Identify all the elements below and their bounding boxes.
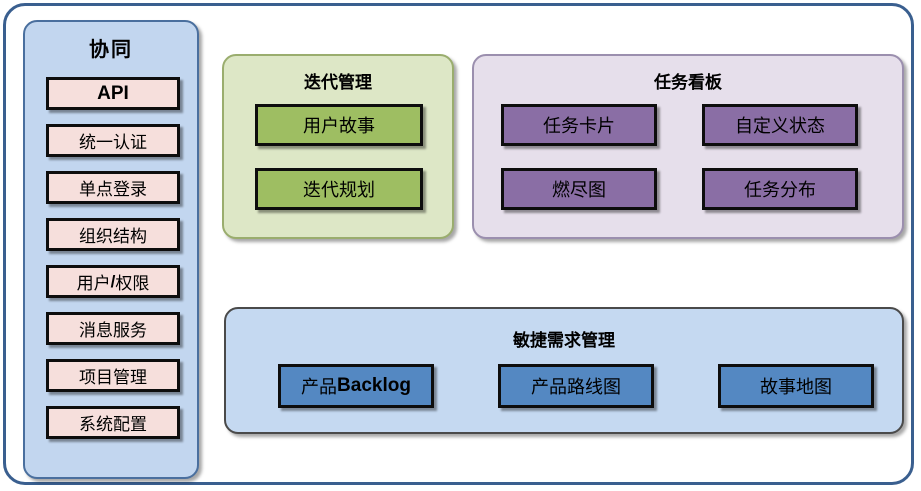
- sidebar-item-unified-auth[interactable]: 统一认证: [46, 124, 180, 157]
- agile-item-product-roadmap[interactable]: 产品路线图: [498, 364, 654, 408]
- sidebar-item-message-service[interactable]: 消息服务: [46, 312, 180, 345]
- taskboard-item-task-card[interactable]: 任务卡片: [501, 104, 657, 146]
- agile-item-product-backlog-prefix: 产品: [301, 377, 338, 397]
- sidebar-item-user-permission-suffix: 权限: [115, 274, 150, 293]
- collaboration-panel: 协同 API 统一认证 单点登录 组织结构 用户/权限 消息服务 项目管理 系统…: [23, 20, 199, 479]
- taskboard-item-task-distribution[interactable]: 任务分布: [702, 168, 858, 210]
- agile-requirements-title: 敏捷需求管理: [513, 331, 615, 350]
- taskboard-item-custom-status[interactable]: 自定义状态: [702, 104, 858, 146]
- task-board-title: 任务看板: [654, 73, 722, 92]
- sidebar-item-user-permission-separator: /: [110, 271, 116, 291]
- agile-item-product-backlog-suffix: Backlog: [337, 375, 411, 396]
- agile-item-story-map[interactable]: 故事地图: [718, 364, 874, 408]
- sidebar-item-project-management[interactable]: 项目管理: [46, 359, 180, 392]
- iteration-item-iteration-planning[interactable]: 迭代规划: [255, 168, 423, 210]
- task-board-panel: 任务看板 任务卡片 自定义状态 燃尽图 任务分布: [472, 54, 904, 239]
- sidebar-item-api[interactable]: API: [46, 77, 180, 110]
- iteration-management-panel: 迭代管理 用户故事 迭代规划: [222, 54, 454, 239]
- sidebar-item-user-permission[interactable]: 用户/权限: [46, 265, 180, 298]
- sidebar-item-system-config[interactable]: 系统配置: [46, 406, 180, 439]
- taskboard-item-burndown-chart[interactable]: 燃尽图: [501, 168, 657, 210]
- sidebar-item-user-permission-prefix: 用户: [76, 274, 111, 293]
- sidebar-item-org-structure[interactable]: 组织结构: [46, 218, 180, 251]
- sidebar-item-single-sign-on[interactable]: 单点登录: [46, 171, 180, 204]
- iteration-management-title: 迭代管理: [304, 73, 372, 92]
- diagram-outer-frame: 协同 API 统一认证 单点登录 组织结构 用户/权限 消息服务 项目管理 系统…: [3, 3, 914, 485]
- iteration-item-user-story[interactable]: 用户故事: [255, 104, 423, 146]
- collaboration-panel-title: 协同: [89, 39, 133, 61]
